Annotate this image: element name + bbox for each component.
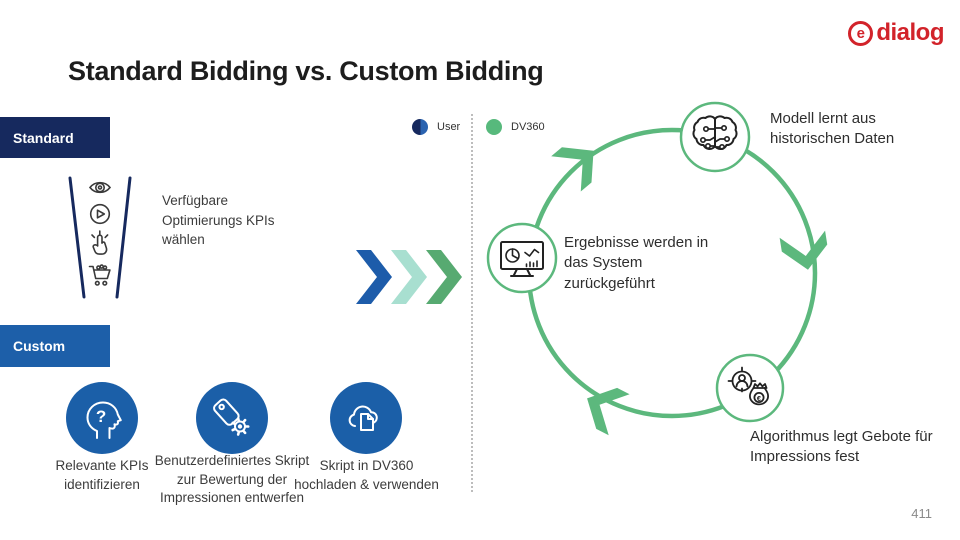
step-circle-3: [330, 382, 402, 454]
play-icon: [89, 203, 111, 225]
cart-icon: [88, 264, 111, 286]
brain-icon: [692, 115, 738, 151]
custom-banner-label: Custom: [13, 338, 66, 354]
step-circle-2: [196, 382, 268, 454]
monitor-node: [486, 222, 558, 294]
step-label-1: Relevante KPIs identifizieren: [55, 458, 149, 492]
legend-dv360-label: DV360: [511, 121, 545, 133]
legend-user-label: User: [437, 121, 461, 133]
page-number: 411: [911, 506, 932, 521]
step-label-2: Benutzerdefiniertes Skript zur Bewertung…: [154, 453, 310, 506]
monitor-chart-icon: [500, 241, 544, 277]
edialog-logo: e dialog: [848, 19, 944, 47]
cycle-label-model: Modell lernt aus historischen Daten: [770, 110, 895, 148]
dotted-divider: [471, 114, 473, 492]
step-label-3: Skript in DV360 hochladen & verwenden: [294, 458, 439, 492]
dv360-dot-icon: [486, 119, 502, 135]
head-question-icon: ?: [86, 401, 122, 439]
cycle-diagram: €: [486, 101, 828, 436]
logo-e-icon: e: [848, 20, 874, 46]
standard-banner-label: Standard: [13, 129, 74, 146]
standard-banner: Standard: [0, 117, 110, 158]
cloud-document-icon: [348, 405, 378, 431]
step-circle-1: ?: [66, 382, 138, 454]
custom-banner: Custom: [0, 325, 110, 367]
brain-node: [679, 101, 751, 173]
svg-text:?: ?: [96, 407, 106, 426]
legend-user: User: [412, 119, 460, 135]
eye-icon: [88, 181, 112, 194]
tap-icon: [91, 230, 109, 255]
logo-wordmark: dialog: [876, 19, 944, 46]
cycle-label-algorithm: Algorithmus legt Gebote für Impressions …: [750, 428, 933, 466]
page-title: Standard Bidding vs. Custom Bidding: [68, 56, 544, 86]
svg-text:€: €: [757, 394, 762, 403]
bid-money-icon: [727, 366, 769, 406]
legend-dv360: DV360: [486, 119, 545, 135]
chevron-arrows: [356, 250, 462, 304]
cycle-label-results: Ergebnisse werden in das System zurückge…: [564, 234, 709, 292]
funnel-shape: [68, 176, 132, 299]
funnel-caption: Verfügbare Optimierungs KPIs wählen: [162, 193, 275, 248]
user-dot-icon: [412, 119, 428, 135]
money-node: €: [715, 353, 785, 423]
tag-gear-icon: [213, 398, 250, 436]
